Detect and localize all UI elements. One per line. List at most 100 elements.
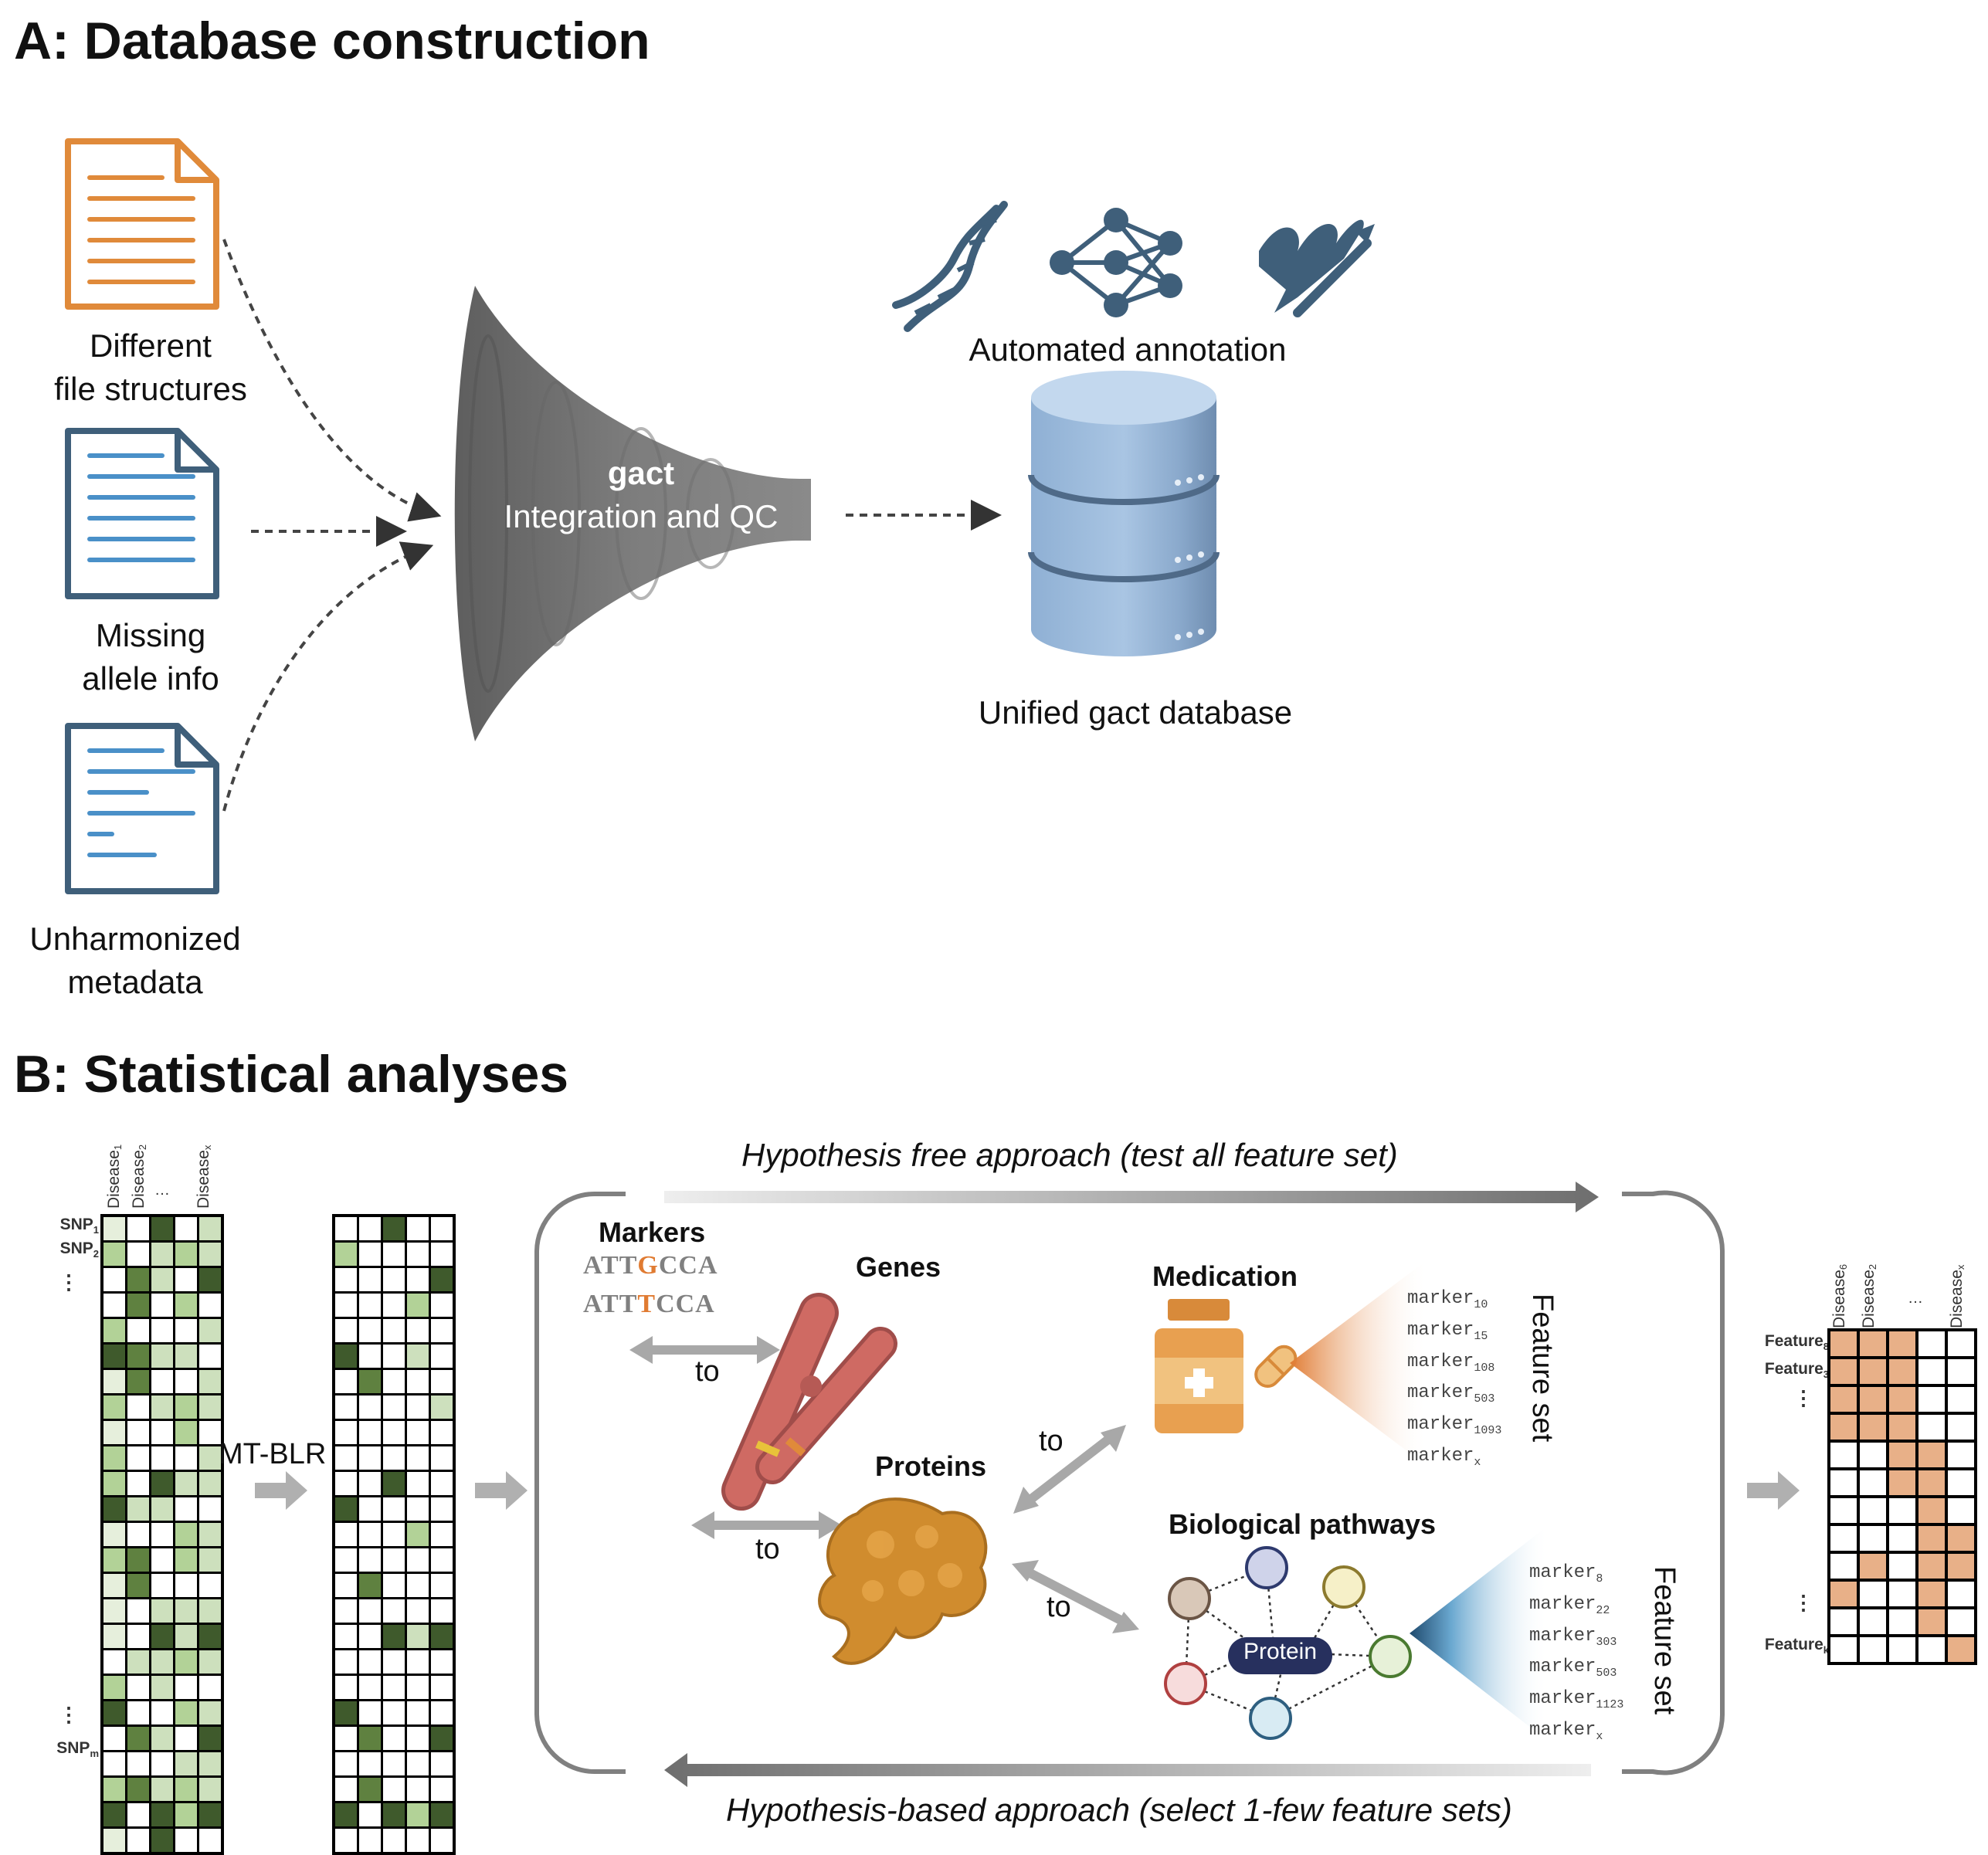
matrix-cell [127,1701,149,1724]
matrix-cell [335,1752,357,1775]
matrix-cell [151,1294,173,1317]
matrix-cell [335,1523,357,1546]
matrix-cell [431,1701,453,1724]
matrix-cell [383,1676,405,1699]
matrix-cell [175,1676,197,1699]
feature-matrix-cell [1948,1582,1974,1606]
feature-set-wedge-pathways [1410,1525,1549,1741]
matrix-cell [335,1268,357,1291]
matrix-cell [151,1574,173,1597]
matrix-cell [359,1370,381,1393]
matrix-cell [335,1650,357,1674]
matrix-cell [127,1472,149,1495]
feature-matrix-cell [1948,1554,1974,1579]
feature-matrix-cell [1830,1387,1857,1412]
medication-title: Medication [1152,1260,1298,1292]
feature-matrix-cell [1948,1415,1974,1440]
feature-matrix-cell [1889,1387,1915,1412]
matrix-cell [407,1523,429,1546]
annotation-label: Automated annotation [969,331,1287,368]
matrix-cell [127,1370,149,1393]
feature-matrix-cell [1889,1470,1915,1495]
feature-row-ellipsis: ⋮ [1793,1386,1813,1409]
matrix-cell [431,1395,453,1419]
matrix-cell [383,1217,405,1240]
hypothesis-free-label: Hypothesis free approach (test all featu… [741,1137,1398,1173]
matrix-cell [359,1268,381,1291]
pathway-node [1322,1565,1365,1609]
matrix-cell [151,1625,173,1648]
matrix-cell [199,1243,221,1266]
matrix-cell [335,1395,357,1419]
matrix-cell [175,1243,197,1266]
matrix-cell [199,1268,221,1291]
matrix-cell [127,1421,149,1444]
feature-matrix-cell [1860,1554,1886,1579]
matrix-cell [151,1523,173,1546]
matrix-cell [151,1676,173,1699]
snp-row-label: SNPm [56,1739,99,1760]
matrix-cell [383,1701,405,1724]
double-arrow-markers-genes [629,1336,780,1364]
feature-matrix-cell [1830,1609,1857,1634]
matrix-cell [407,1345,429,1368]
matrix-cell [127,1752,149,1775]
feature-matrix-cell [1830,1415,1857,1440]
feature-matrix-cell [1889,1637,1915,1662]
feature-matrix-cell [1830,1470,1857,1495]
matrix-cell [175,1497,197,1521]
matrix-cell [103,1370,125,1393]
matrix-cell [431,1778,453,1801]
matrix-cell [199,1217,221,1240]
protein-node-label: Protein [1243,1639,1318,1664]
matrix-cell [103,1676,125,1699]
matrix-cell [127,1803,149,1826]
input-label-file-structures: Different file structures [54,327,247,407]
matrix-cell [103,1217,125,1240]
matrix-cell [383,1243,405,1266]
matrix-cell [383,1294,405,1317]
matrix-cell [103,1243,125,1266]
feature-matrix-cell [1948,1359,1974,1384]
matrix-cell [127,1523,149,1546]
matrix-cell [359,1345,381,1368]
matrix-cell [199,1752,221,1775]
matrix-cell [431,1472,453,1495]
funnel-tool-name: gact [607,455,675,491]
matrix-cell [359,1497,381,1521]
matrix-cell [431,1421,453,1444]
matrix-cell [151,1778,173,1801]
matrix-cell [383,1523,405,1546]
marker-item: markerx [1529,1719,1603,1743]
matrix-cell [103,1701,125,1724]
matrix-cell [335,1803,357,1826]
feature-matrix-cell [1830,1582,1857,1606]
markers-title: Markers [599,1216,706,1248]
input-label-missing-allele: Missing allele info [82,617,219,697]
matrix-cell [151,1446,173,1470]
protein-blob-icon [818,1497,988,1665]
matrix-cell [175,1345,197,1368]
matrix-cell [199,1345,221,1368]
matrix-cell [431,1599,453,1623]
matrix-cell [359,1574,381,1597]
feature-matrix-cell [1918,1331,1945,1356]
matrix-cell [431,1497,453,1521]
marker-item: marker10 [1407,1288,1488,1311]
matrix-cell [335,1727,357,1750]
matrix-cell [175,1472,197,1495]
matrix-cell [359,1778,381,1801]
feature-col-label: Disease2 [1860,1263,1879,1328]
matrix-cell [127,1217,149,1240]
matrix-cell [431,1217,453,1240]
marker-item: marker15 [1407,1319,1488,1343]
feature-matrix-cell [1889,1331,1915,1356]
matrix-cell [175,1778,197,1801]
matrix-cell [359,1548,381,1572]
feature-matrix-cell [1860,1582,1886,1606]
matrix-cell [383,1395,405,1419]
matrix-cell [175,1395,197,1419]
matrix-cell [199,1446,221,1470]
matrix-cell [335,1345,357,1368]
matrix-cell [103,1446,125,1470]
